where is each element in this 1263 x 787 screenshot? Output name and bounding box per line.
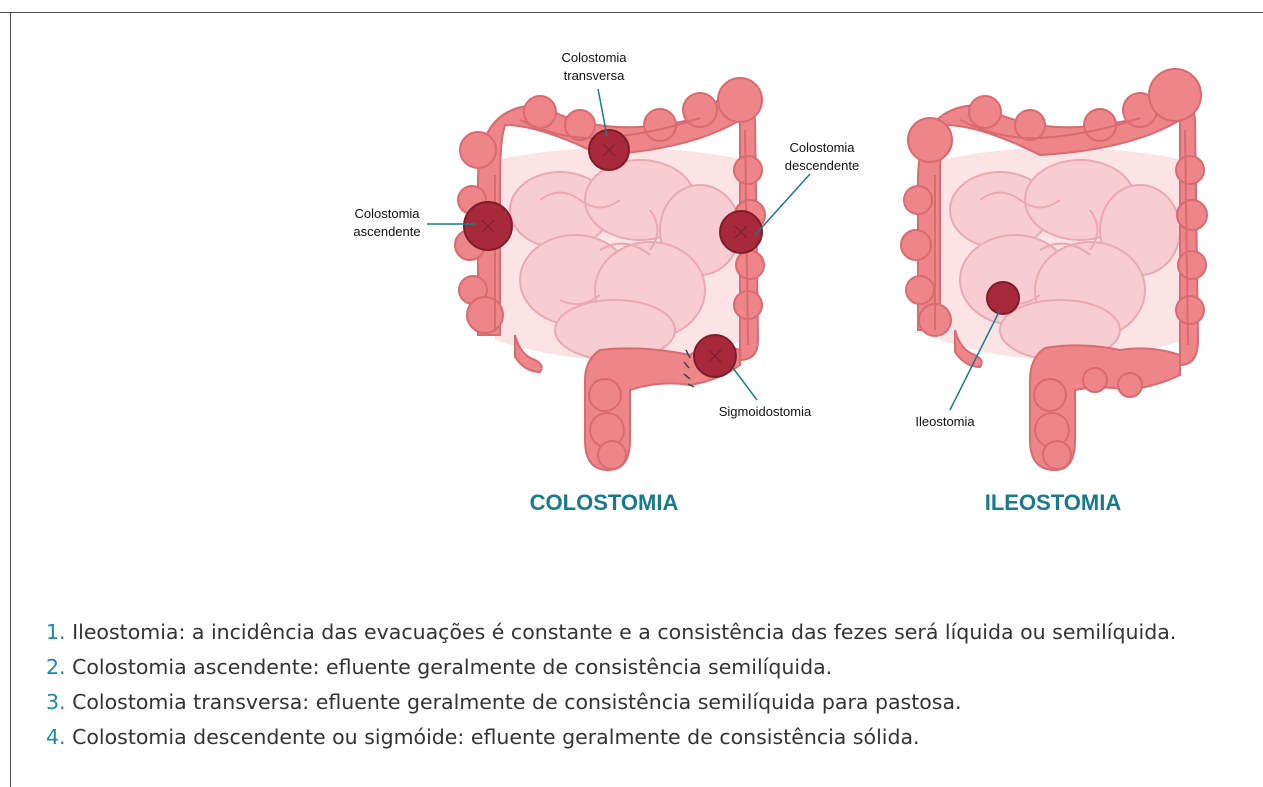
ostomy-description-list: 1. Ileostomia: a incidência das evacuaçõ…	[46, 615, 1263, 755]
label-ileostomia: Ileostomia	[915, 414, 975, 429]
label-transversa-line1: Colostomia	[561, 50, 627, 65]
list-item: 3. Colostomia transversa: efluente geral…	[46, 685, 1263, 720]
sigmoid-suture	[683, 349, 695, 388]
ileostomy-title: ILEOSTOMIA	[985, 490, 1122, 515]
list-item-number: 2.	[46, 655, 66, 679]
window-left-border	[10, 12, 11, 787]
ostomy-illustration: Colostomia transversa Colostomia ascende…	[353, 50, 1208, 515]
stoma-ileostomia	[986, 281, 1020, 315]
list-item-number: 1.	[46, 620, 66, 644]
colostomy-leader-lines	[427, 88, 811, 401]
label-transversa-line2: transversa	[564, 68, 625, 83]
ileo-colon	[900, 68, 1208, 472]
ileo-small-intestine	[949, 159, 1181, 361]
colostomy-title: COLOSTOMIA	[530, 490, 679, 515]
list-item-text: Ileostomia: a incidência das evacuações …	[65, 620, 1177, 644]
label-sigmoidostomia: Sigmoidostomia	[719, 404, 812, 419]
list-item-number: 4.	[46, 725, 66, 749]
ileostomy-diagram: Ileostomia ILEOSTOMIA	[900, 68, 1208, 515]
label-ascendente-line1: Colostomia	[354, 206, 420, 221]
list-item-text: Colostomia descendente ou sigmóide: eflu…	[65, 725, 920, 749]
list-item-number: 3.	[46, 690, 66, 714]
list-item: 4. Colostomia descendente ou sigmóide: e…	[46, 720, 1263, 755]
window-top-border	[0, 0, 1263, 13]
list-item: 1. Ileostomia: a incidência das evacuaçõ…	[46, 615, 1263, 650]
label-descendente-line2: descendente	[785, 158, 859, 173]
list-item-text: Colostomia ascendente: efluente geralmen…	[65, 655, 833, 679]
label-ascendente-line2: ascendente	[353, 224, 420, 239]
list-item: 2. Colostomia ascendente: efluente geral…	[46, 650, 1263, 685]
colostomy-diagram: Colostomia transversa Colostomia ascende…	[353, 50, 859, 515]
ileo-leader-line	[949, 309, 1001, 411]
list-item-text: Colostomia transversa: efluente geralmen…	[65, 690, 962, 714]
small-intestine	[509, 159, 741, 361]
ileo-colon-fold-lines	[934, 117, 1189, 346]
label-descendente-line1: Colostomia	[789, 140, 855, 155]
